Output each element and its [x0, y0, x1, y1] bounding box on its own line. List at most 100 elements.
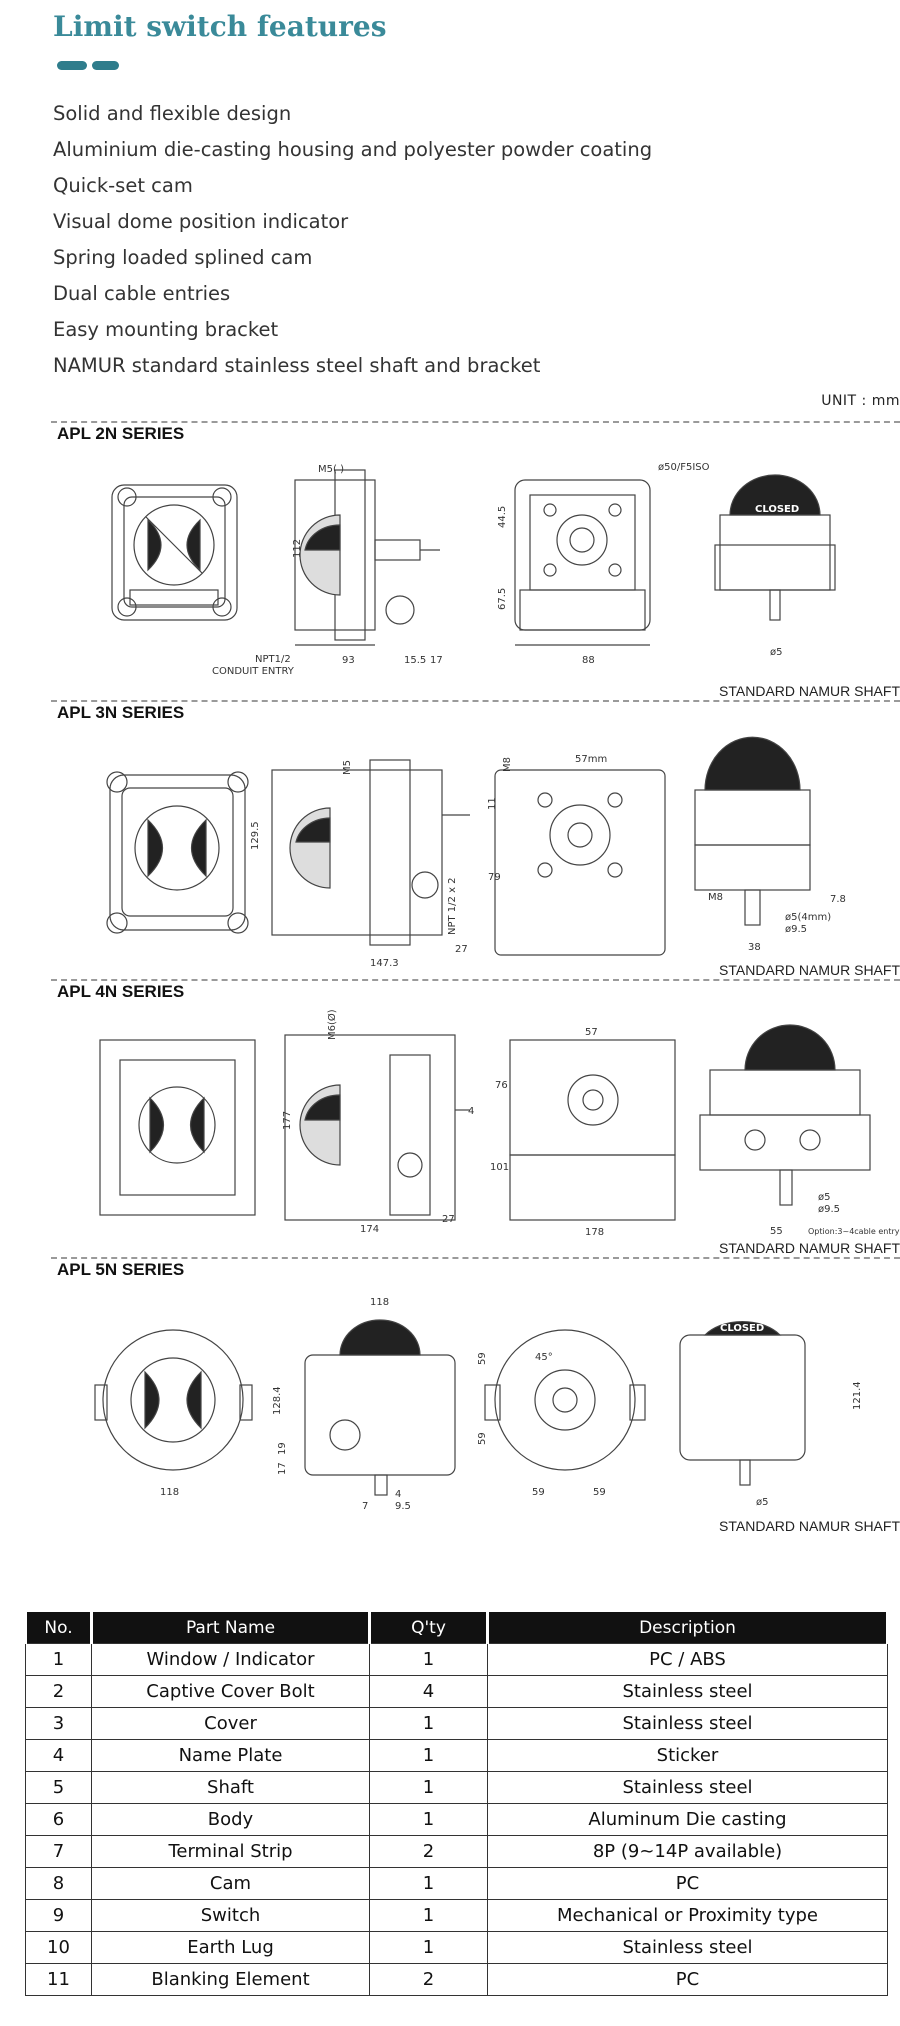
- shaft-label: STANDARD NAMUR SHAFT: [719, 683, 900, 699]
- svg-text:Option:3~4cable entry: Option:3~4cable entry: [808, 1227, 900, 1236]
- cell-part-name: Cover: [91, 1707, 370, 1740]
- svg-text:27: 27: [442, 1214, 455, 1225]
- svg-text:CONDUIT ENTRY: CONDUIT ENTRY: [212, 666, 295, 677]
- cell-description: PC: [487, 1867, 888, 1900]
- svg-text:M5( ): M5( ): [318, 464, 344, 475]
- svg-text:ø9.5: ø9.5: [785, 924, 807, 935]
- svg-text:M5: M5: [342, 760, 353, 775]
- cell-description: Stainless steel: [487, 1771, 888, 1804]
- svg-text:15.5: 15.5: [404, 655, 426, 666]
- cell-no: 10: [25, 1931, 92, 1964]
- svg-text:178: 178: [585, 1227, 604, 1238]
- svg-text:121.4: 121.4: [852, 1381, 863, 1410]
- feature-item: NAMUR standard stainless steel shaft and…: [53, 354, 541, 377]
- svg-text:M8: M8: [708, 892, 723, 903]
- cell-qty: 1: [369, 1931, 488, 1964]
- cell-description: Mechanical or Proximity type: [487, 1899, 888, 1932]
- svg-text:59: 59: [477, 1432, 488, 1445]
- series-divider: [51, 1257, 900, 1259]
- cell-part-name: Body: [91, 1803, 370, 1836]
- unit-label: UNIT : mm: [821, 393, 900, 409]
- apl-4n-drawing: 177 M6(Ø) 174 27 4 57 76 101 178 ø5 ø9.5…: [99, 1010, 900, 1238]
- svg-text:NPT1/2: NPT1/2: [255, 654, 291, 665]
- cell-no: 6: [25, 1803, 92, 1836]
- cell-qty: 1: [369, 1643, 488, 1676]
- svg-text:7: 7: [362, 1501, 368, 1512]
- cell-description: Stainless steel: [487, 1675, 888, 1708]
- cell-no: 8: [25, 1867, 92, 1900]
- series-divider: [51, 421, 900, 423]
- svg-text:4: 4: [468, 1106, 474, 1117]
- cell-qty: 1: [369, 1739, 488, 1772]
- cell-no: 4: [25, 1739, 92, 1772]
- cell-description: Sticker: [487, 1739, 888, 1772]
- cell-description: Stainless steel: [487, 1931, 888, 1964]
- svg-text:112: 112: [292, 539, 303, 558]
- series-label: APL 4N SERIES: [57, 982, 185, 1001]
- cell-description: PC: [487, 1963, 888, 1996]
- table-header-row: No. Part Name Q'ty Description: [24, 1612, 889, 1644]
- shaft-label: STANDARD NAMUR SHAFT: [719, 1518, 900, 1534]
- cell-part-name: Blanking Element: [91, 1963, 370, 1996]
- svg-text:17: 17: [277, 1462, 288, 1475]
- column-header-qty: Q'ty: [368, 1612, 489, 1644]
- feature-item: Dual cable entries: [53, 282, 231, 305]
- column-header-part-name: Part Name: [90, 1612, 371, 1644]
- series-label: APL 3N SERIES: [57, 703, 185, 722]
- cell-no: 5: [25, 1771, 92, 1804]
- cell-description: 8P (9~14P available): [487, 1835, 888, 1868]
- svg-text:CLOSED: CLOSED: [755, 504, 799, 515]
- svg-text:129.5: 129.5: [250, 821, 261, 850]
- svg-text:118: 118: [370, 1297, 389, 1308]
- feature-item: Aluminium die-casting housing and polyes…: [53, 138, 653, 161]
- cell-qty: 2: [369, 1963, 488, 1996]
- svg-text:11: 11: [487, 797, 498, 810]
- cell-qty: 1: [369, 1803, 488, 1836]
- page-title: Limit switch features: [53, 10, 387, 43]
- series-label: APL 2N SERIES: [57, 424, 185, 443]
- apl-3n-drawing: 129.5 M5 NPT 1/2 x 2 147.3 27 57mm M8 11…: [106, 736, 846, 969]
- feature-item: Easy mounting bracket: [53, 318, 279, 341]
- cell-part-name: Name Plate: [91, 1739, 370, 1772]
- title-underline: [57, 61, 119, 70]
- cell-description: Aluminum Die casting: [487, 1803, 888, 1836]
- feature-item: Spring loaded splined cam: [53, 246, 313, 269]
- svg-text:93: 93: [342, 655, 355, 666]
- cell-no: 3: [25, 1707, 92, 1740]
- svg-text:NPT 1/2 x 2: NPT 1/2 x 2: [447, 877, 458, 935]
- svg-text:ø50/F5ISO: ø50/F5ISO: [658, 462, 710, 473]
- cell-part-name: Captive Cover Bolt: [91, 1675, 370, 1708]
- svg-text:88: 88: [582, 655, 595, 666]
- svg-text:38: 38: [748, 942, 761, 953]
- series-divider: [51, 700, 900, 702]
- feature-list: Solid and flexible design Aluminium die-…: [53, 96, 652, 384]
- cell-part-name: Shaft: [91, 1771, 370, 1804]
- cell-part-name: Window / Indicator: [91, 1643, 370, 1676]
- svg-text:M8: M8: [502, 757, 513, 772]
- svg-text:27: 27: [455, 944, 468, 955]
- cell-part-name: Earth Lug: [91, 1931, 370, 1964]
- feature-item: Visual dome position indicator: [53, 210, 349, 233]
- svg-text:57mm: 57mm: [575, 754, 607, 765]
- svg-text:CLOSED: CLOSED: [720, 1323, 764, 1334]
- svg-text:44.5: 44.5: [497, 506, 508, 528]
- svg-text:177: 177: [282, 1111, 293, 1130]
- svg-text:ø5: ø5: [756, 1497, 768, 1508]
- feature-item: Quick-set cam: [53, 174, 193, 197]
- cell-no: 9: [25, 1899, 92, 1932]
- svg-text:7.8: 7.8: [830, 894, 846, 905]
- svg-text:59: 59: [532, 1487, 545, 1498]
- svg-text:79: 79: [488, 872, 501, 883]
- svg-text:59: 59: [477, 1352, 488, 1365]
- svg-text:19: 19: [277, 1442, 288, 1455]
- cell-qty: 1: [369, 1867, 488, 1900]
- svg-text:ø5: ø5: [818, 1192, 830, 1203]
